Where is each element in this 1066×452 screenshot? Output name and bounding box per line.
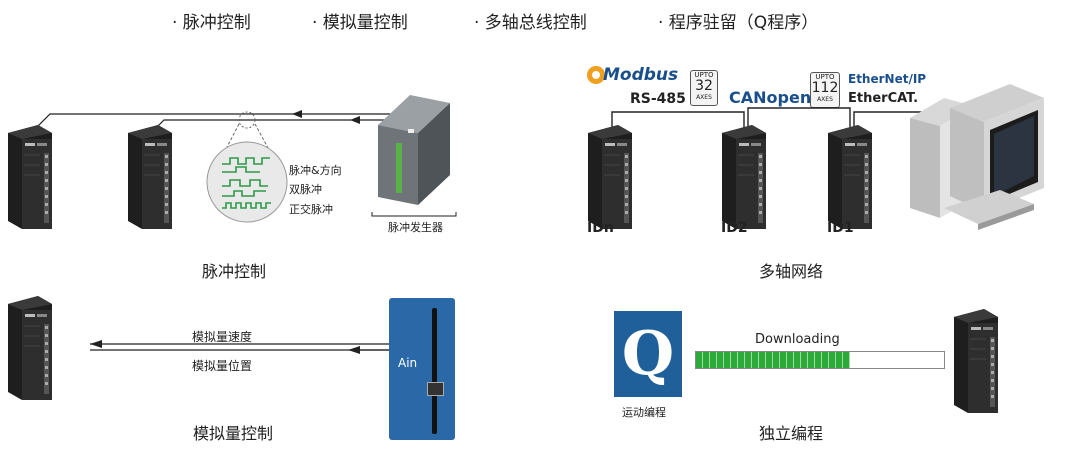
servo-drive (8, 125, 52, 229)
id-label-n: IDn (587, 220, 614, 236)
q-label: 运动编程 (622, 406, 666, 419)
ain-label: Ain (398, 356, 418, 370)
network-wiring (611, 107, 930, 130)
servo-drive (722, 125, 766, 229)
rs485-label: RS-485 (630, 91, 686, 107)
download-progress-fill (696, 352, 850, 368)
signal-label-quadrature: 正交脉冲 (289, 203, 333, 216)
caption-multi-axis-network: 多轴网络 (759, 262, 824, 281)
slider-handle[interactable] (427, 382, 444, 396)
canopen-logo: CANopen (729, 88, 812, 107)
analog-position-label: 模拟量位置 (192, 359, 253, 373)
slider-track (432, 308, 437, 434)
feature-multiaxis: · 多轴总线控制 (474, 13, 587, 33)
caption-pulse-control: 脉冲控制 (202, 262, 267, 281)
download-label: Downloading (755, 332, 840, 347)
canopen-axes-badge: UPTO 112 AXES (810, 72, 840, 108)
q-logo: Q (614, 311, 682, 397)
caption-standalone-programming: 独立编程 (759, 424, 824, 443)
id-label-1: ID1 (827, 220, 854, 236)
ethernetip-logo: EtherNet/IP (848, 72, 927, 86)
signal-label-double-pulse: 双脉冲 (289, 183, 322, 196)
computer-icon (910, 84, 1044, 230)
servo-drive (954, 309, 998, 413)
pulse-generator-icon (378, 95, 450, 205)
servo-drive (588, 125, 632, 229)
id-label-2: ID2 (721, 220, 748, 236)
analog-wiring (90, 340, 390, 354)
feature-q-program: · 程序驻留（Q程序） (658, 13, 819, 33)
feature-analog: · 模拟量控制 (312, 13, 408, 33)
servo-drive (828, 125, 872, 229)
q-letter: Q (621, 319, 675, 389)
pulse-generator-label: 脉冲发生器 (388, 221, 443, 234)
servo-drive (128, 125, 172, 229)
gear-icon (587, 66, 605, 84)
signal-label-pulse-direction: 脉冲&方向 (289, 164, 342, 177)
feature-list: · 脉冲控制 · 模拟量控制 · 多轴总线控制 · 程序驻留（Q程序） (0, 8, 1066, 34)
feature-pulse: · 脉冲控制 (172, 13, 251, 33)
rs485-axes-badge: UPTO 32 AXES (690, 70, 718, 106)
servo-drive (8, 296, 52, 400)
analog-speed-label: 模拟量速度 (192, 330, 253, 344)
caption-analog-control: 模拟量控制 (193, 424, 274, 443)
pulse-wiring (31, 110, 457, 223)
download-progress-bar (695, 351, 945, 369)
ethercat-logo: EtherCAT. (848, 91, 919, 106)
ain-panel: Ain (389, 298, 455, 440)
